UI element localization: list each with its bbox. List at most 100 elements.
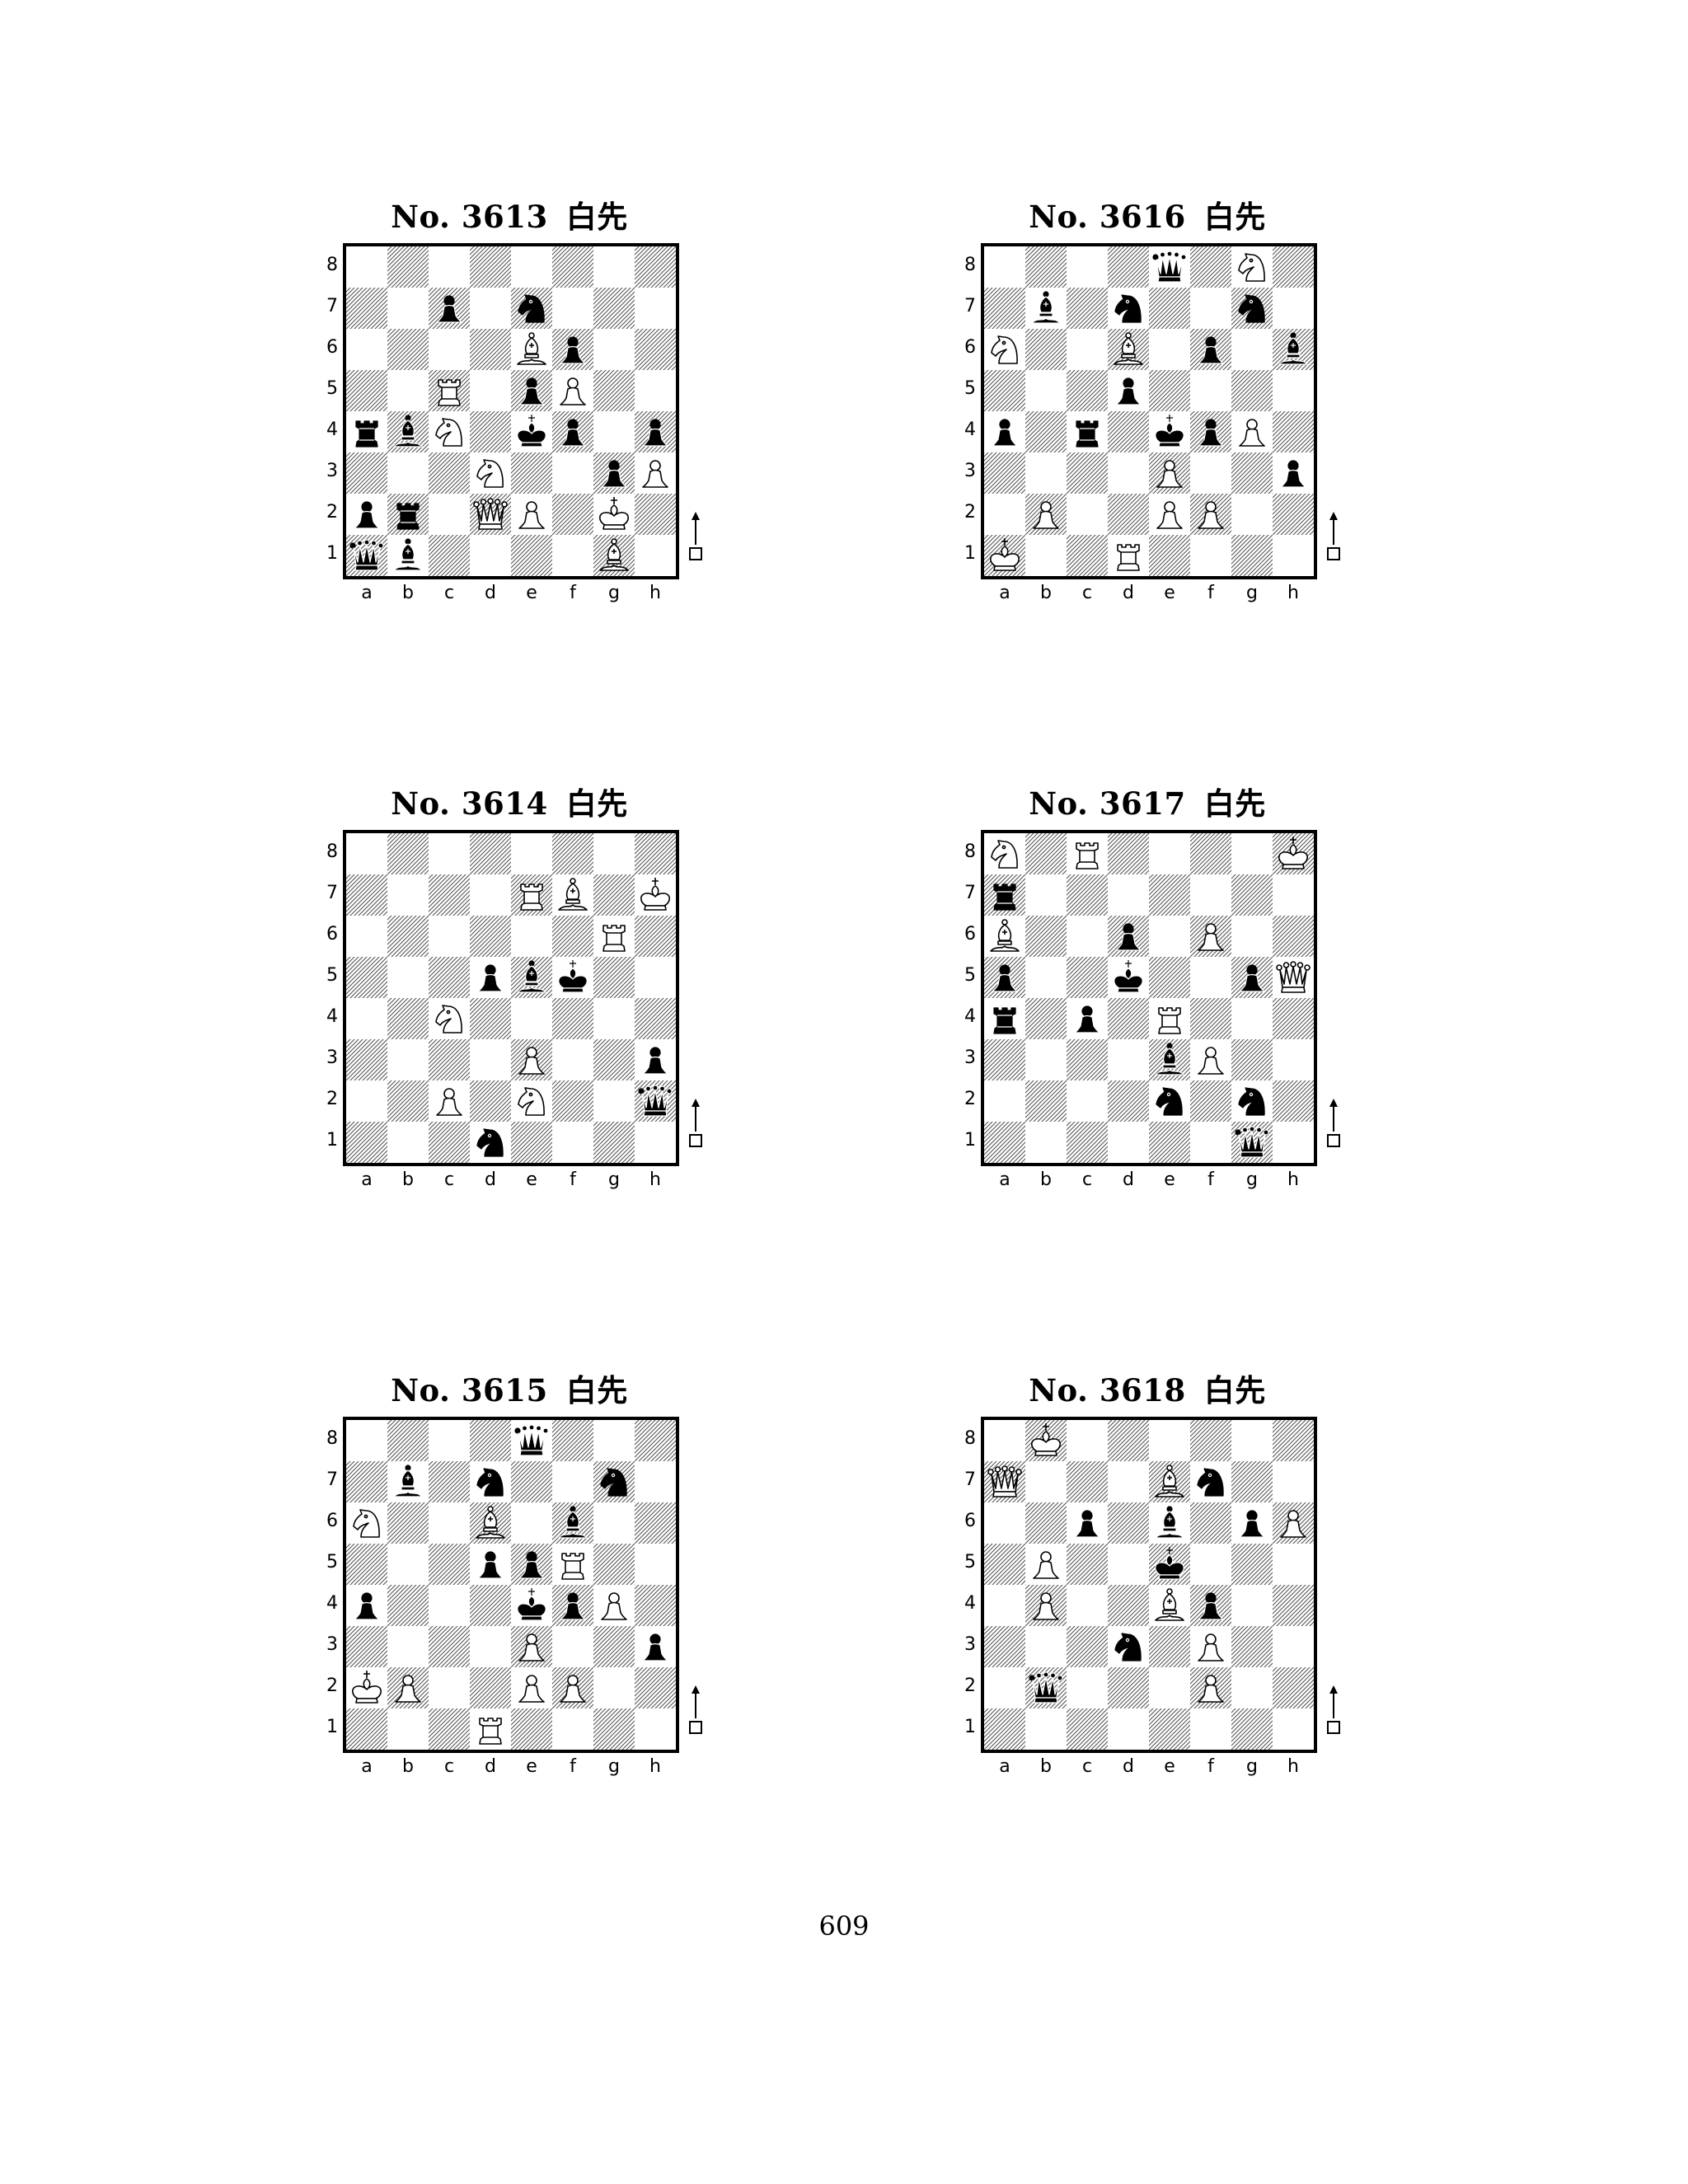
board-square[interactable] (552, 1420, 593, 1461)
board-square[interactable] (1231, 494, 1273, 535)
board-square[interactable] (346, 329, 387, 370)
black-pawn-icon[interactable] (1115, 377, 1142, 405)
board-square[interactable] (346, 452, 387, 494)
white-bishop-icon[interactable] (1155, 1588, 1184, 1621)
board-square[interactable] (1190, 1502, 1231, 1544)
board-square[interactable] (346, 957, 387, 998)
black-knight-icon[interactable] (1238, 294, 1265, 323)
white-king-icon[interactable] (599, 497, 629, 530)
board-square[interactable] (552, 1708, 593, 1750)
board-square[interactable] (346, 833, 387, 874)
board-square[interactable] (1025, 1080, 1067, 1122)
board-square[interactable] (1149, 833, 1190, 874)
board-square[interactable] (1025, 329, 1067, 370)
black-queen-icon[interactable] (638, 1085, 673, 1117)
white-pawn-icon[interactable] (1156, 460, 1183, 488)
board-square[interactable] (552, 1461, 593, 1502)
board-square[interactable] (346, 288, 387, 329)
board-square[interactable] (1067, 957, 1108, 998)
board-square[interactable] (346, 1544, 387, 1585)
board-square[interactable] (429, 1626, 470, 1667)
board-square[interactable] (984, 1585, 1025, 1626)
board-square[interactable] (429, 1420, 470, 1461)
board-square[interactable] (346, 1626, 387, 1667)
board-square[interactable] (429, 1461, 470, 1502)
board-square[interactable] (429, 1544, 470, 1585)
white-knight-icon[interactable] (1238, 253, 1265, 282)
board-square[interactable] (1273, 874, 1314, 916)
board-square[interactable] (593, 1667, 635, 1708)
board-square[interactable] (1273, 1420, 1314, 1461)
board-square[interactable] (635, 1461, 676, 1502)
board-square[interactable] (1025, 1122, 1067, 1163)
board-square[interactable] (1067, 1667, 1108, 1708)
board-square[interactable] (1108, 494, 1149, 535)
black-bishop-icon[interactable] (1155, 1506, 1184, 1539)
white-bishop-icon[interactable] (1155, 1465, 1184, 1497)
board-square[interactable] (1108, 1080, 1149, 1122)
black-pawn-icon[interactable] (560, 336, 586, 364)
black-pawn-icon[interactable] (601, 460, 627, 488)
black-bishop-icon[interactable] (1155, 1043, 1184, 1076)
board-square[interactable] (387, 1708, 429, 1750)
board-square[interactable] (552, 288, 593, 329)
board-square[interactable] (593, 998, 635, 1039)
white-knight-icon[interactable] (991, 335, 1018, 364)
black-pawn-icon[interactable] (1115, 923, 1142, 951)
board-square[interactable] (593, 1080, 635, 1122)
black-pawn-icon[interactable] (1074, 1005, 1100, 1033)
board-square[interactable] (1190, 452, 1231, 494)
board-square[interactable] (346, 1461, 387, 1502)
board-square[interactable] (470, 1080, 511, 1122)
board-square[interactable] (1273, 246, 1314, 288)
white-bishop-icon[interactable] (558, 878, 588, 911)
black-pawn-icon[interactable] (642, 1047, 668, 1075)
board-square[interactable] (429, 874, 470, 916)
black-queen-icon[interactable] (1152, 251, 1187, 283)
board-square[interactable] (1108, 998, 1149, 1039)
board-square[interactable] (1108, 411, 1149, 452)
board-square[interactable] (387, 1039, 429, 1080)
board-square[interactable] (1025, 452, 1067, 494)
board-square[interactable] (593, 370, 635, 411)
board-square[interactable] (593, 1122, 635, 1163)
board-square[interactable] (429, 1502, 470, 1544)
board-square[interactable] (346, 1039, 387, 1080)
black-bishop-icon[interactable] (1031, 291, 1061, 324)
board-square[interactable] (1190, 1544, 1231, 1585)
board-square[interactable] (387, 916, 429, 957)
board-square[interactable] (1149, 1420, 1190, 1461)
board-square[interactable] (429, 1667, 470, 1708)
board-square[interactable] (984, 494, 1025, 535)
board-square[interactable] (1190, 874, 1231, 916)
board-square[interactable] (387, 957, 429, 998)
white-pawn-icon[interactable] (518, 1047, 545, 1075)
white-king-icon[interactable] (640, 878, 670, 911)
board-square[interactable] (593, 329, 635, 370)
black-rook-icon[interactable] (396, 503, 420, 530)
white-pawn-icon[interactable] (518, 1633, 545, 1661)
board-square[interactable] (511, 833, 552, 874)
board-square[interactable] (593, 874, 635, 916)
board-square[interactable] (593, 1420, 635, 1461)
board-square[interactable] (1273, 1039, 1314, 1080)
black-pawn-icon[interactable] (992, 964, 1018, 992)
board-square[interactable] (593, 1039, 635, 1080)
board-square[interactable] (984, 1544, 1025, 1585)
board-square[interactable] (635, 916, 676, 957)
board-square[interactable] (511, 1461, 552, 1502)
board-square[interactable] (1273, 1585, 1314, 1626)
board-square[interactable] (552, 1039, 593, 1080)
black-pawn-icon[interactable] (642, 419, 668, 447)
board-square[interactable] (346, 916, 387, 957)
white-pawn-icon[interactable] (560, 377, 586, 405)
black-pawn-icon[interactable] (518, 1551, 545, 1579)
board-square[interactable] (635, 494, 676, 535)
board-square[interactable] (635, 1502, 676, 1544)
board-square[interactable] (1273, 1461, 1314, 1502)
board-square[interactable] (984, 1502, 1025, 1544)
white-knight-icon[interactable] (991, 840, 1018, 869)
board-square[interactable] (429, 1122, 470, 1163)
board-square[interactable] (387, 1544, 429, 1585)
board-square[interactable] (387, 833, 429, 874)
